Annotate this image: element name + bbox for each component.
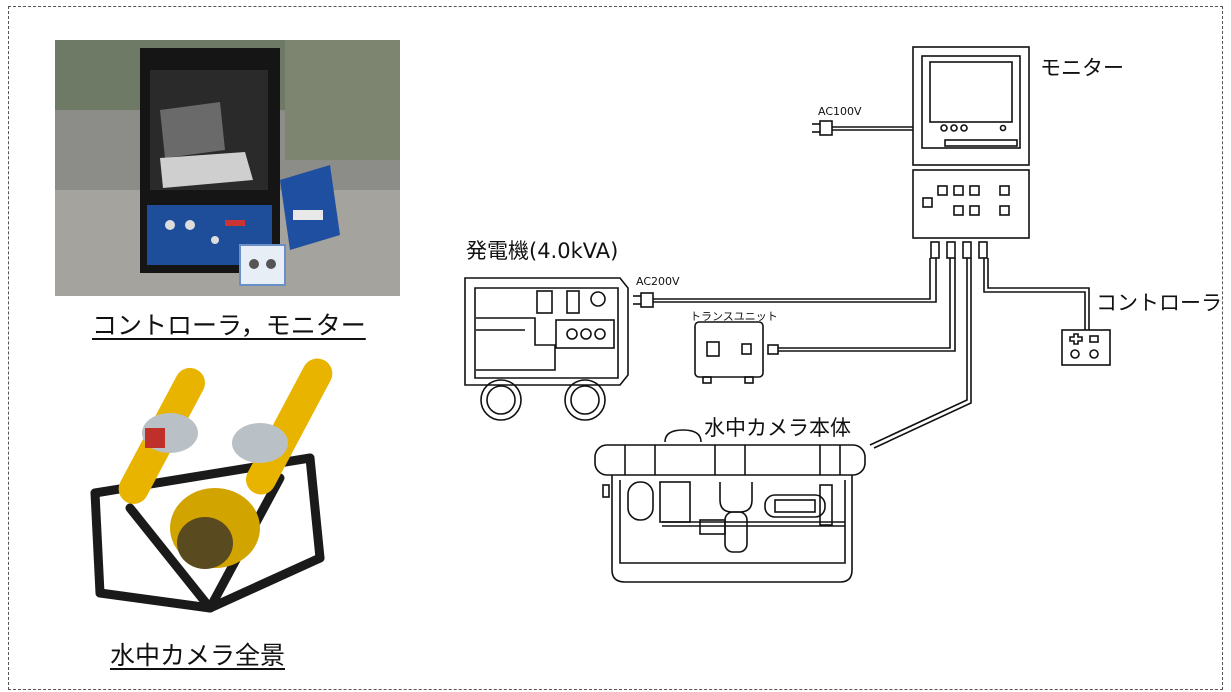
caption-controller-monitor: コントローラ，モニター	[92, 311, 366, 340]
controller-unit	[983, 258, 1111, 366]
control-box	[912, 169, 1030, 239]
label-camera-body: 水中カメラ本体	[704, 416, 851, 440]
trans-unit	[694, 258, 956, 384]
dashed-frame	[8, 6, 1223, 690]
camera-body-drawing	[594, 429, 866, 583]
ac200-plug	[633, 258, 937, 308]
label-trans-unit: トランスユニット	[690, 310, 778, 323]
label-generator: 発電機(4.0kVA)	[466, 239, 619, 263]
caption-camera-overview: 水中カメラ全景	[110, 641, 286, 670]
controller-monitor-photo	[55, 40, 400, 296]
generator-unit	[464, 277, 629, 421]
monitor-unit	[912, 46, 1030, 166]
label-monitor: モニター	[1040, 56, 1124, 80]
ac100-plug	[812, 120, 913, 136]
camera-overview-photo	[70, 358, 340, 620]
camera-cable	[869, 258, 968, 446]
connectors	[930, 241, 988, 259]
label-ac200v: AC200V	[636, 275, 680, 288]
label-ac100v: AC100V	[818, 105, 862, 118]
label-controller: コントローラ	[1096, 291, 1222, 315]
